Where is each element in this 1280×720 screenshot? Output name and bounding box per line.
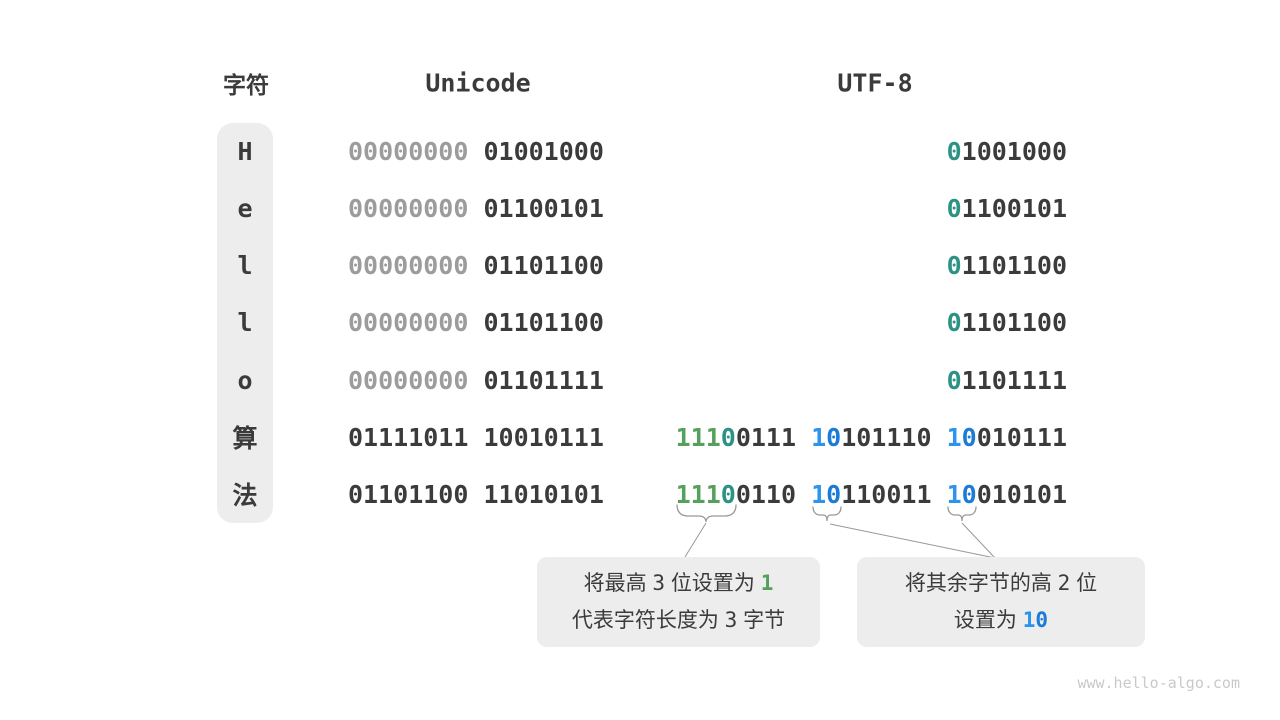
watermark: www.hello-algo.com [1077, 674, 1240, 692]
text-segment: 01111011 10010111 [348, 422, 604, 452]
text-segment: 0111 [735, 422, 812, 452]
text-segment: 1101100 [961, 251, 1067, 281]
unicode-value: 00000000 01001000 [348, 123, 604, 180]
unicode-value: 00000000 01101100 [348, 237, 604, 294]
char-cell: e [237, 194, 253, 224]
text-segment: 010111 [976, 422, 1067, 452]
text-segment: 111 [675, 422, 721, 452]
text-segment: 110011 [841, 479, 947, 509]
text-segment: 3 [724, 608, 738, 632]
text-segment: 01100101 [468, 194, 604, 224]
text-segment: 00000000 [348, 308, 469, 338]
text-segment: 1 [811, 479, 827, 509]
text-segment: 0 [946, 365, 962, 395]
text-segment: 0 [946, 308, 962, 338]
text-segment: 位设置为 [665, 572, 761, 595]
callout-text-line: 设置为 10 [954, 602, 1048, 639]
callout-text-line: 将最高 3 位设置为 1 [584, 565, 774, 602]
text-segment: 0110 [735, 479, 812, 509]
text-segment: 0 [946, 251, 962, 281]
text-segment: 1 [946, 422, 962, 452]
connector-line-right-b [961, 522, 996, 559]
text-segment: 00000000 [348, 137, 469, 167]
text-segment: 0 [946, 137, 962, 167]
text-segment: 设置为 [953, 609, 1023, 632]
text-segment: 1001000 [961, 137, 1067, 167]
unicode-value: 01111011 10010111 [348, 409, 604, 466]
unicode-value: 00000000 01101111 [348, 352, 604, 409]
text-segment: 00000000 [348, 251, 469, 281]
text-segment: 1 [1022, 608, 1036, 632]
column-header-utf8: UTF-8 [837, 68, 913, 98]
text-segment: 0 [961, 422, 977, 452]
text-segment: 代表字符长度为 [571, 609, 725, 632]
text-segment: 1100101 [961, 194, 1067, 224]
connector-line-left [684, 522, 707, 558]
text-segment: 将其余字节的高 [904, 572, 1058, 595]
text-segment: 0 [720, 479, 736, 509]
text-segment: 0 [720, 422, 736, 452]
text-segment: 0 [826, 479, 842, 509]
char-cell: H [237, 137, 253, 167]
text-segment: 111 [675, 479, 721, 509]
text-segment: 将最高 [583, 572, 653, 595]
text-segment: 01101100 11010101 [348, 479, 604, 509]
text-segment: 字节 [737, 609, 786, 632]
char-cell: l [237, 308, 253, 338]
char-cell: 法 [232, 481, 258, 511]
text-segment: 101110 [841, 422, 947, 452]
column-header-unicode: Unicode [425, 68, 531, 98]
text-segment: 位 [1070, 572, 1098, 595]
char-cell: l [237, 251, 253, 281]
text-segment: 01101111 [468, 365, 604, 395]
text-segment: 1 [760, 571, 774, 595]
text-segment: 0 [826, 422, 842, 452]
text-segment: 0 [961, 479, 977, 509]
column-header-char: 字符 [223, 72, 269, 98]
char-cell: o [237, 365, 253, 395]
char-cell: 算 [232, 424, 258, 454]
unicode-value: 01101100 11010101 [348, 466, 604, 523]
text-segment: 1 [811, 422, 827, 452]
unicode-value: 00000000 01101100 [348, 294, 604, 351]
text-segment: 1101100 [961, 308, 1067, 338]
unicode-value: 00000000 01100101 [348, 180, 604, 237]
text-segment: 1101111 [961, 365, 1067, 395]
text-segment: 0 [1035, 608, 1049, 632]
text-segment: 01101100 [468, 251, 604, 281]
text-segment: 00000000 [348, 194, 469, 224]
text-segment: 1 [946, 479, 962, 509]
text-segment: 01101100 [468, 308, 604, 338]
text-segment: 0 [946, 194, 962, 224]
callout-text-line: 将其余字节的高 2 位 [905, 565, 1097, 602]
text-segment: 01001000 [468, 137, 604, 167]
callout-continuation-bits: 将其余字节的高 2 位设置为 10 [857, 557, 1145, 647]
text-segment: 010101 [976, 479, 1067, 509]
text-segment: 2 [1057, 571, 1071, 595]
connector-line-right-a [829, 523, 996, 559]
text-segment: 00000000 [348, 365, 469, 395]
callout-text-line: 代表字符长度为 3 字节 [572, 602, 785, 639]
text-segment: 3 [652, 571, 666, 595]
